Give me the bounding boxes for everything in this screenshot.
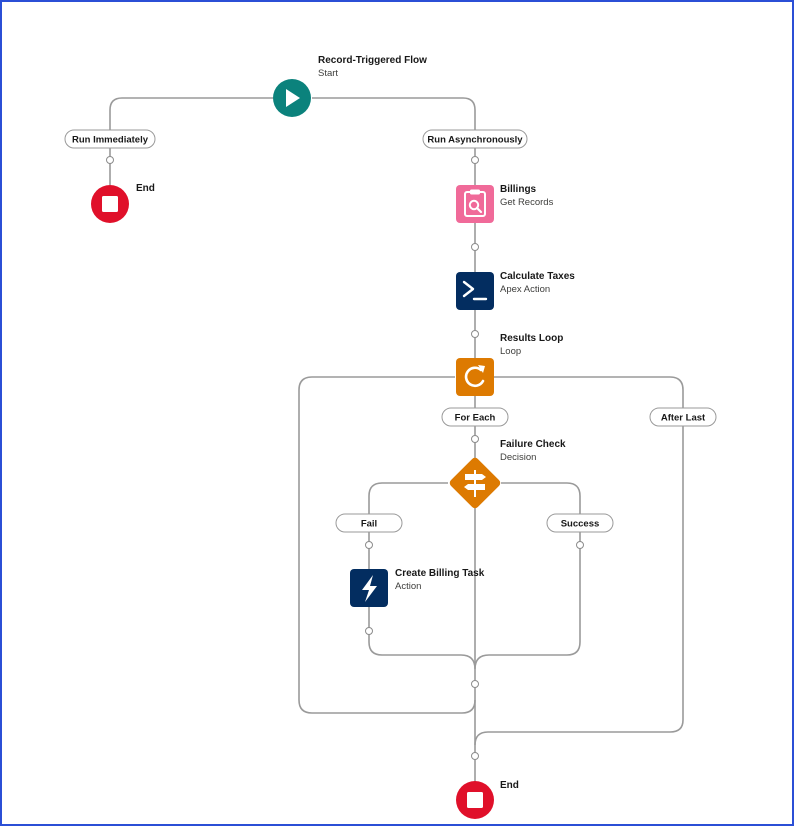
create-billing-task-node[interactable] xyxy=(350,569,388,607)
connector-start-right xyxy=(312,97,476,140)
create-billing-task-node-subtitle: Action xyxy=(395,581,421,592)
start-node[interactable] xyxy=(273,79,311,117)
start-node-subtitle: Start xyxy=(318,68,338,79)
path-label-text: Success xyxy=(561,519,600,530)
connector-dots xyxy=(106,156,584,760)
connector-start-left xyxy=(109,97,273,140)
end-node-final[interactable] xyxy=(456,781,494,819)
clipboard-search-icon xyxy=(464,189,486,217)
play-icon xyxy=(286,89,300,107)
stop-icon xyxy=(467,792,483,808)
add-element-dot[interactable] xyxy=(365,541,373,549)
add-element-dot[interactable] xyxy=(106,156,114,164)
add-element-dot[interactable] xyxy=(365,627,373,635)
path-label-run-immediately[interactable]: Run Immediately xyxy=(64,129,156,149)
refresh-icon xyxy=(464,365,485,388)
connector-fail-merge xyxy=(368,590,461,656)
results-loop-node[interactable] xyxy=(456,358,494,396)
start-node-title: Record-Triggered Flow xyxy=(318,55,427,66)
path-label-text: Run Asynchronously xyxy=(427,135,523,146)
add-element-dot[interactable] xyxy=(576,541,584,549)
stop-icon xyxy=(102,196,118,212)
billings-node[interactable] xyxy=(456,185,494,223)
connector-decision-success xyxy=(489,482,581,656)
terminal-icon xyxy=(462,280,488,301)
connector-merge-curve xyxy=(460,654,490,670)
path-label-text: Run Immediately xyxy=(72,135,149,146)
failure-check-node-title: Failure Check xyxy=(500,439,566,450)
calculate-taxes-node-subtitle: Apex Action xyxy=(500,284,550,295)
end-node-immediate-title: End xyxy=(136,183,155,194)
connector-loop-back xyxy=(298,376,476,714)
calculate-taxes-node[interactable] xyxy=(456,272,494,310)
add-element-dot[interactable] xyxy=(471,680,479,688)
path-label-text: Fail xyxy=(361,519,377,530)
connectors xyxy=(109,97,684,785)
add-element-dot[interactable] xyxy=(471,330,479,338)
path-label-after-last[interactable]: After Last xyxy=(649,407,717,427)
path-label-text: After Last xyxy=(661,413,706,424)
path-label-text: For Each xyxy=(455,413,496,424)
end-node-immediate[interactable] xyxy=(91,185,129,223)
signpost-icon xyxy=(464,470,486,497)
billings-node-subtitle: Get Records xyxy=(500,197,554,208)
calculate-taxes-node-title: Calculate Taxes xyxy=(500,271,575,282)
add-element-dot[interactable] xyxy=(471,156,479,164)
connector-decision-fail xyxy=(368,482,448,590)
billings-node-title: Billings xyxy=(500,184,537,195)
end-node-final-title: End xyxy=(500,780,519,791)
connector-loop-after-last xyxy=(474,376,684,746)
path-label-for-each[interactable]: For Each xyxy=(441,407,509,427)
add-element-dot[interactable] xyxy=(471,752,479,760)
results-loop-node-title: Results Loop xyxy=(500,333,563,344)
lightning-icon xyxy=(362,575,377,602)
add-element-dot[interactable] xyxy=(471,243,479,251)
failure-check-node[interactable] xyxy=(448,456,502,510)
results-loop-node-subtitle: Loop xyxy=(500,346,521,357)
add-element-dot[interactable] xyxy=(471,435,479,443)
failure-check-node-subtitle: Decision xyxy=(500,452,536,463)
path-label-success[interactable]: Success xyxy=(546,513,614,533)
path-label-fail[interactable]: Fail xyxy=(335,513,403,533)
create-billing-task-node-title: Create Billing Task xyxy=(395,568,485,579)
path-label-run-asynchronously[interactable]: Run Asynchronously xyxy=(422,129,528,149)
